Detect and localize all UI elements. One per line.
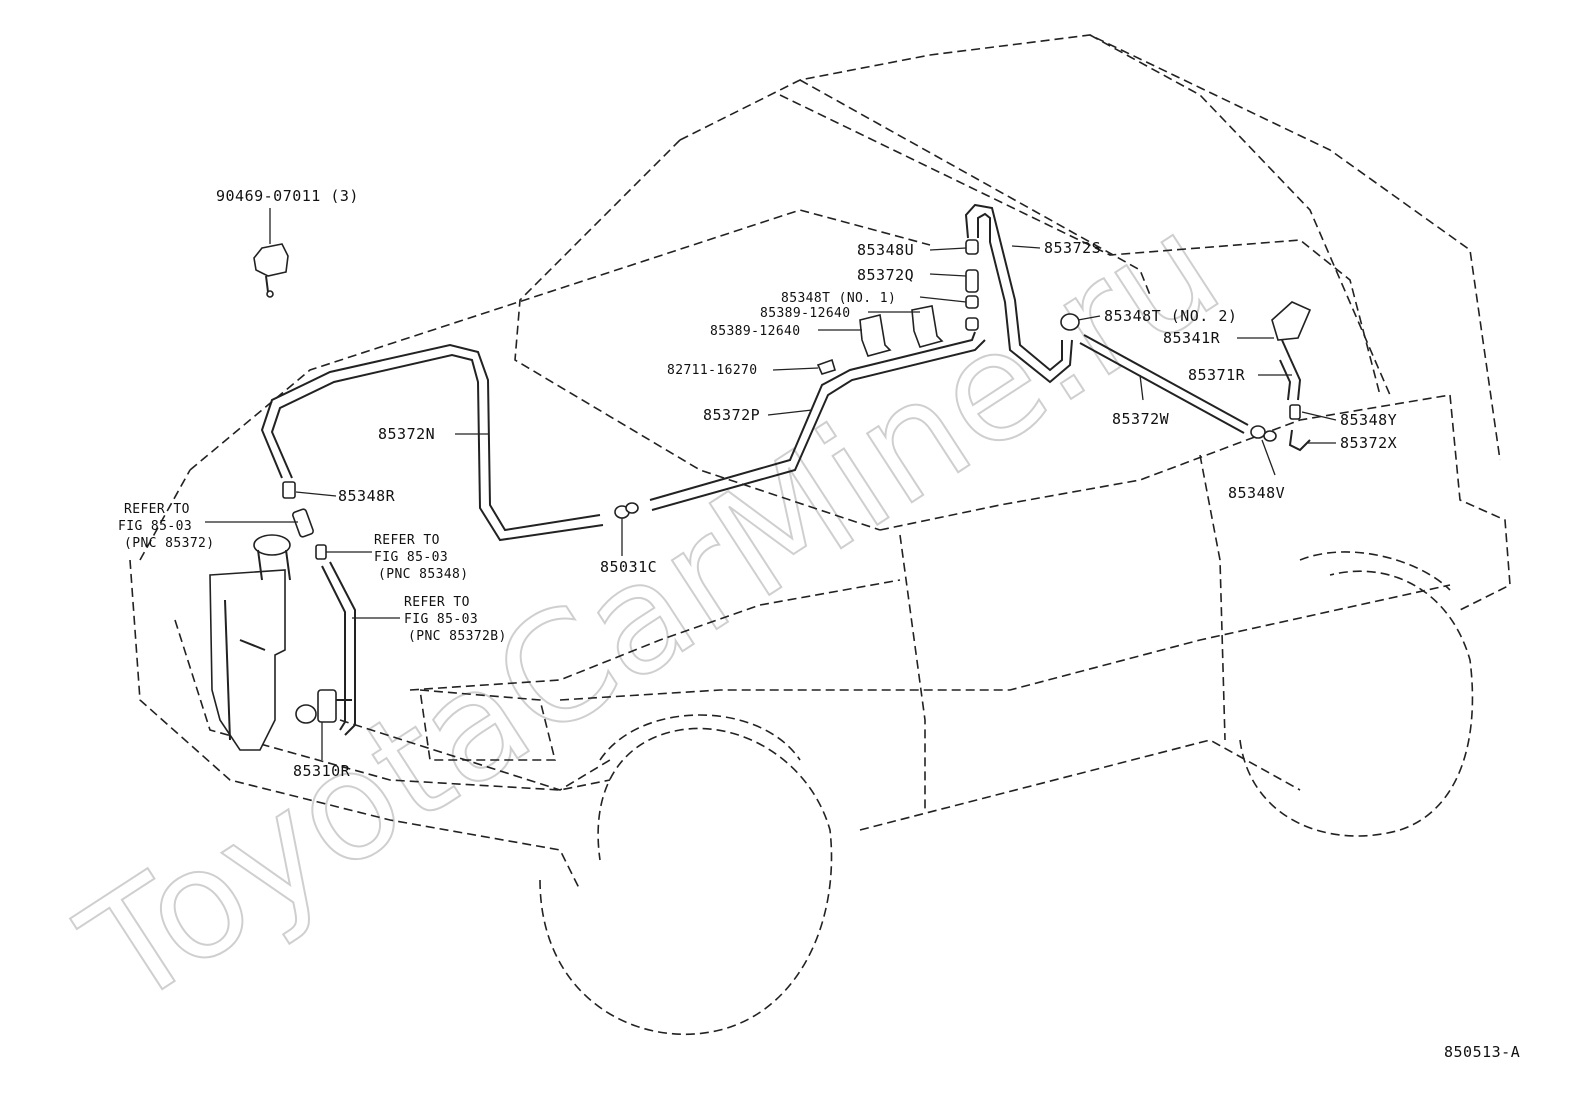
figure-id: 850513-A (1444, 1043, 1520, 1061)
label-85372X: 85372X (1340, 434, 1397, 452)
label-85389-b: 85389-12640 (710, 324, 801, 339)
hose-85372P (649, 331, 986, 511)
hose-85372N (260, 343, 604, 542)
refer-line: REFER TO (374, 533, 440, 548)
label-85031C: 85031C (600, 558, 657, 576)
refer-line: REFER TO (404, 595, 470, 610)
refer-note-85348: REFER TO FIG 85-03 (PNC 85348) (374, 533, 469, 582)
label-85372Q: 85372Q (857, 266, 914, 284)
refer-line: FIG 85-03 (404, 612, 478, 627)
joint-85348T-no2 (1060, 313, 1080, 331)
label-85348T-no2: 85348T (NO. 2) (1104, 307, 1237, 325)
hose-85372S (964, 203, 1073, 384)
clamp-85389 (859, 305, 944, 357)
clip-90469 (253, 243, 289, 298)
rear-nozzle-85341R (1271, 301, 1312, 359)
label-85372S: 85372S (1044, 239, 1101, 257)
vehicle-outline (129, 34, 1511, 1035)
label-85310R: 85310R (293, 762, 351, 780)
joint-85348V (1250, 425, 1277, 442)
clip-82711 (816, 358, 836, 375)
refer-line: FIG 85-03 (118, 519, 192, 534)
hose-pump-riser (321, 561, 356, 736)
hose-85371R (1279, 357, 1302, 401)
label-85348Y: 85348Y (1340, 411, 1397, 429)
refer-note-85372B: REFER TO FIG 85-03 (PNC 85372B) (404, 595, 507, 644)
label-85348R: 85348R (338, 487, 396, 505)
label-85372P: 85372P (703, 406, 760, 424)
label-85389-a: 85389-12640 (760, 306, 851, 321)
label-clip-90469: 90469-07011 (3) (216, 187, 359, 205)
union-85031C (614, 502, 639, 519)
label-85371R: 85371R (1188, 366, 1246, 384)
washer-pump (295, 689, 352, 724)
leader-lines (205, 208, 1337, 760)
hose-85372X (1288, 429, 1311, 452)
joint-85348Y (1289, 404, 1301, 420)
washer-tank (209, 534, 291, 751)
refer-line: REFER TO (124, 502, 190, 517)
label-85348V: 85348V (1228, 484, 1285, 502)
label-85348U: 85348U (857, 241, 914, 259)
label-85348T-no1: 85348T (NO. 1) (781, 291, 896, 306)
refer-note-85372: REFER TO FIG 85-03 (PNC 85372) (118, 502, 215, 551)
refer-line: (PNC 85372B) (408, 629, 507, 644)
label-85372W: 85372W (1112, 410, 1170, 428)
hose-85372W (1079, 334, 1249, 434)
label-85341R: 85341R (1163, 329, 1221, 347)
label-82711: 82711-16270 (667, 363, 758, 378)
refer-line: (PNC 85372) (124, 536, 215, 551)
label-85372N: 85372N (378, 425, 435, 443)
refer-line: (PNC 85348) (378, 567, 469, 582)
refer-line: FIG 85-03 (374, 550, 448, 565)
